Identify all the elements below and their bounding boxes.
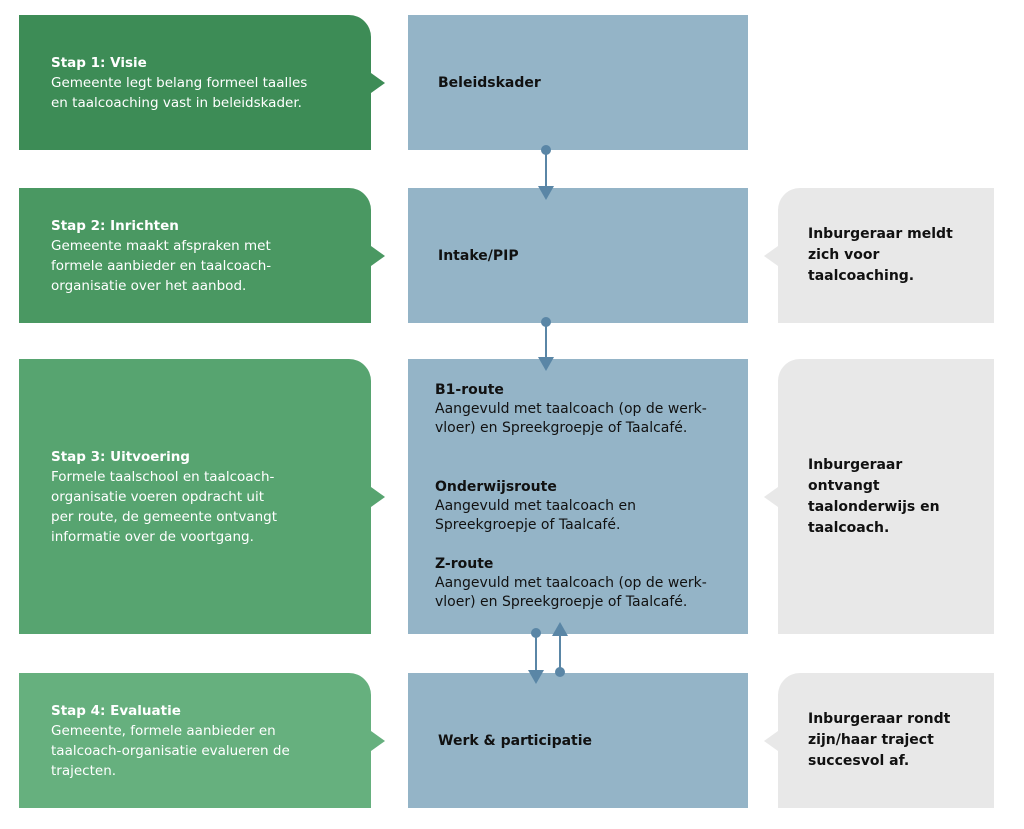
participant-1-text: Inburgeraar meldt zich voor taalcoaching… (808, 226, 953, 284)
route-onderwijs: Onderwijsroute Aangevuld met taalcoach e… (435, 478, 755, 535)
intake-label: Intake/PIP (438, 247, 519, 264)
connector-routes-to-werk (528, 628, 544, 684)
routes-box: B1-route Aangevuld met taalcoach (op de … (408, 359, 748, 634)
participant-2-pointer (764, 486, 778, 507)
participant-3-pointer (764, 730, 778, 751)
route-z-description: Aangevuld met taalcoach (op de werk- vlo… (435, 575, 707, 610)
step-1-title: Stap 1: Visie (51, 54, 147, 71)
step-4-description: Gemeente, formele aanbieder en taalcoach… (51, 722, 290, 779)
route-z: Z-route Aangevuld met taalcoach (op de w… (435, 555, 755, 612)
participant-box-1: Inburgeraar meldt zich voor taalcoaching… (764, 188, 994, 323)
participant-box-3: Inburgeraar rondt zijn/haar traject succ… (764, 673, 994, 808)
route-b1-title: B1-route (435, 382, 504, 398)
participant-1-pointer (764, 245, 778, 266)
step-4-title: Stap 4: Evaluatie (51, 702, 181, 719)
connector-beleidskader-intake (538, 145, 554, 200)
connector-intake-routes (538, 317, 554, 371)
werk-participatie-box: Werk & participatie (408, 673, 748, 808)
route-onderwijs-description: Aangevuld met taalcoach en Spreekgroepje… (435, 498, 636, 533)
route-z-title: Z-route (435, 556, 494, 572)
step-1-box: Stap 1: Visie Gemeente legt belang forme… (19, 15, 385, 150)
step-2-box: Stap 2: Inrichten Gemeente maakt afsprak… (19, 188, 385, 323)
step-3-description: Formele taalschool en taalcoach- organis… (51, 468, 278, 545)
step-3-box: Stap 3: Uitvoering Formele taalschool en… (19, 359, 385, 634)
step-2-description: Gemeente maakt afspraken met formele aan… (51, 237, 272, 294)
participant-3-text: Inburgeraar rondt zijn/haar traject succ… (808, 711, 951, 769)
step-1-pointer (371, 72, 385, 93)
route-b1: B1-route Aangevuld met taalcoach (op de … (435, 381, 755, 438)
step-2-pointer (371, 245, 385, 266)
step-3-pointer (371, 486, 385, 507)
step-1-description: Gemeente legt belang formeel taalles en … (51, 74, 308, 111)
step-4-pointer (371, 730, 385, 751)
step-4-box: Stap 4: Evaluatie Gemeente, formele aanb… (19, 673, 385, 808)
connector-werk-to-routes (552, 622, 568, 677)
participant-box-2: Inburgeraar ontvangt taalonderwijs en ta… (764, 359, 994, 634)
intake-box: Intake/PIP (408, 188, 748, 323)
beleidskader-box: Beleidskader (408, 15, 748, 150)
step-2-title: Stap 2: Inrichten (51, 217, 179, 234)
werk-participatie-label: Werk & participatie (438, 732, 593, 749)
beleidskader-label: Beleidskader (438, 74, 541, 91)
step-3-title: Stap 3: Uitvoering (51, 448, 190, 465)
participant-2-text: Inburgeraar ontvangt taalonderwijs en ta… (808, 456, 940, 536)
route-onderwijs-title: Onderwijsroute (435, 479, 557, 495)
route-b1-description: Aangevuld met taalcoach (op de werk- vlo… (435, 401, 707, 436)
